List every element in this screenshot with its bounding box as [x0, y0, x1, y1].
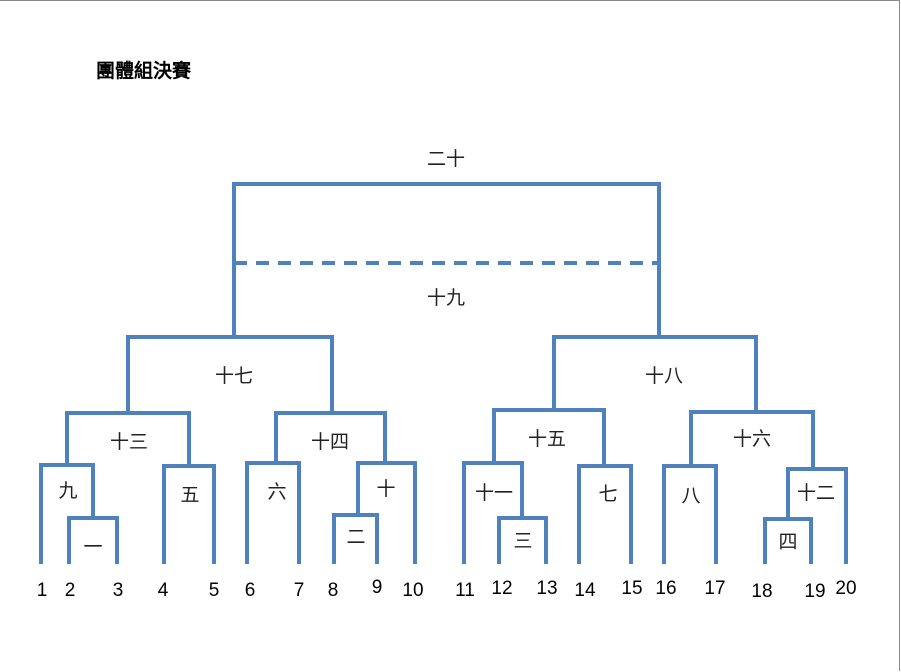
match-label: 十八: [645, 365, 683, 387]
player-number: 5: [209, 580, 220, 601]
match-label: 十二: [797, 482, 835, 504]
match-label: 六: [267, 481, 286, 503]
match-label: 十: [376, 478, 395, 500]
match-16-bracket: [689, 410, 815, 471]
player-number: 8: [328, 580, 339, 601]
match-5-bracket: [162, 464, 216, 564]
match-label: 三: [513, 530, 532, 552]
player-number: 16: [655, 578, 676, 599]
match-labels: 一 二 三 四 五 六 七 八 九 十 十一 十二 十三 十四 十五 十六 十七…: [58, 148, 835, 558]
match-2-bracket: [332, 513, 379, 564]
match-label: 五: [180, 484, 199, 506]
player-number: 13: [536, 578, 557, 599]
player-number: 9: [372, 577, 383, 598]
match-15-bracket: [492, 408, 606, 468]
player-labels: 1 2 3 4 5 6 7 8 9 10 11 12 13 14 15 16 1…: [37, 577, 857, 602]
match-label: 八: [681, 485, 700, 507]
player-number: 3: [113, 580, 124, 601]
player-number: 11: [455, 580, 475, 601]
player-number: 4: [158, 580, 169, 601]
page-title: 團體組決賽: [96, 60, 192, 82]
match-label: 十三: [110, 431, 148, 453]
match-17-bracket: [126, 335, 334, 415]
player-number: 6: [245, 580, 256, 601]
match-label: 十四: [311, 431, 349, 453]
match-label: 七: [598, 483, 617, 505]
match-label: 二十: [427, 148, 465, 170]
match-label: 四: [778, 531, 797, 553]
match-label: 十七: [215, 365, 253, 387]
player-number: 2: [65, 580, 76, 601]
match-8-bracket: [662, 464, 718, 564]
player-number: 15: [621, 578, 642, 599]
player-number: 12: [491, 578, 512, 599]
match-label: 九: [58, 480, 77, 502]
match-18-bracket: [552, 335, 758, 414]
match-12-bracket: [786, 467, 848, 564]
match-label: 十一: [475, 482, 513, 504]
match-label: 二: [346, 526, 365, 548]
match-label: 十六: [733, 428, 771, 450]
player-number: 7: [294, 580, 305, 601]
player-number: 10: [402, 580, 423, 601]
match-6-bracket: [245, 461, 301, 564]
player-number: 17: [704, 578, 725, 599]
match-7-bracket: [577, 464, 633, 564]
player-number: 14: [574, 580, 596, 601]
match-label: 十五: [528, 428, 566, 450]
player-number: 1: [37, 580, 48, 601]
player-number: 20: [835, 578, 856, 599]
bracket-lines: [39, 182, 848, 564]
match-20-bracket: [232, 182, 661, 339]
player-number: 19: [804, 581, 825, 602]
match-label: 十九: [427, 287, 465, 309]
player-number: 18: [751, 581, 772, 602]
match-label: 一: [83, 536, 102, 558]
